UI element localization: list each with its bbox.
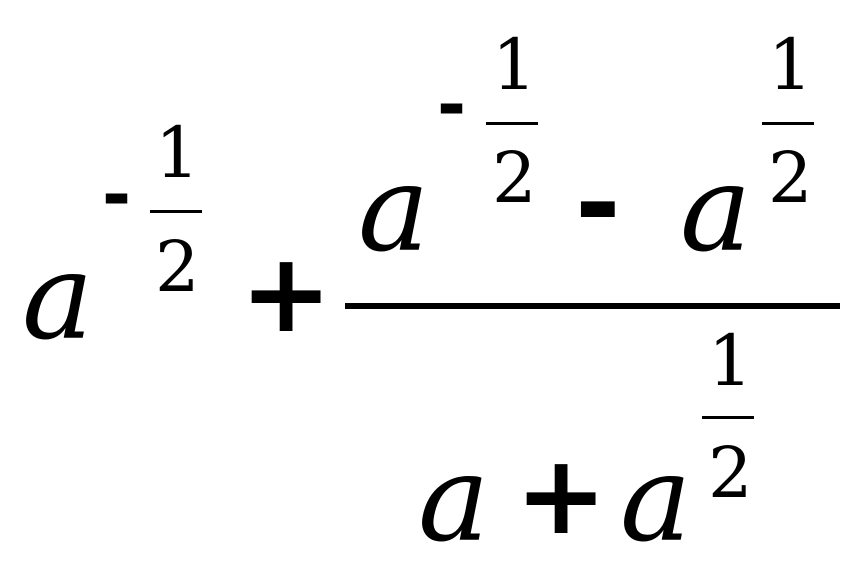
numerator-left-base: a: [358, 140, 430, 279]
numerator-left-exp-numerator: 1: [492, 24, 537, 106]
term1-base: a: [22, 228, 94, 367]
plus-operator: +: [240, 229, 333, 357]
denominator-left-base: a: [418, 430, 490, 569]
denominator-right-exp-fraction-bar: [702, 416, 754, 419]
numerator-right-exp-fraction-bar: [762, 122, 814, 125]
denominator-plus-operator: +: [515, 431, 608, 559]
denominator-right-exp-denominator: 2: [708, 432, 753, 514]
denominator-right-base: a: [620, 430, 692, 569]
numerator-left-exp-sign: -: [437, 64, 467, 146]
term1-exp-sign: -: [102, 154, 132, 236]
numerator-right-exp-denominator: 2: [768, 137, 813, 219]
denominator-right-exp-numerator: 1: [708, 320, 753, 402]
main-fraction-bar: [345, 303, 840, 309]
numerator-left-exp-fraction-bar: [486, 122, 538, 125]
term1-exp-denominator: 2: [155, 226, 200, 308]
numerator-right-exp-numerator: 1: [768, 24, 813, 106]
numerator-right-base: a: [680, 140, 752, 279]
numerator-left-exp-denominator: 2: [492, 137, 537, 219]
term1-exp-numerator: 1: [155, 112, 200, 194]
numerator-minus-operator: -: [575, 139, 621, 267]
term1-exp-fraction-bar: [150, 210, 202, 213]
